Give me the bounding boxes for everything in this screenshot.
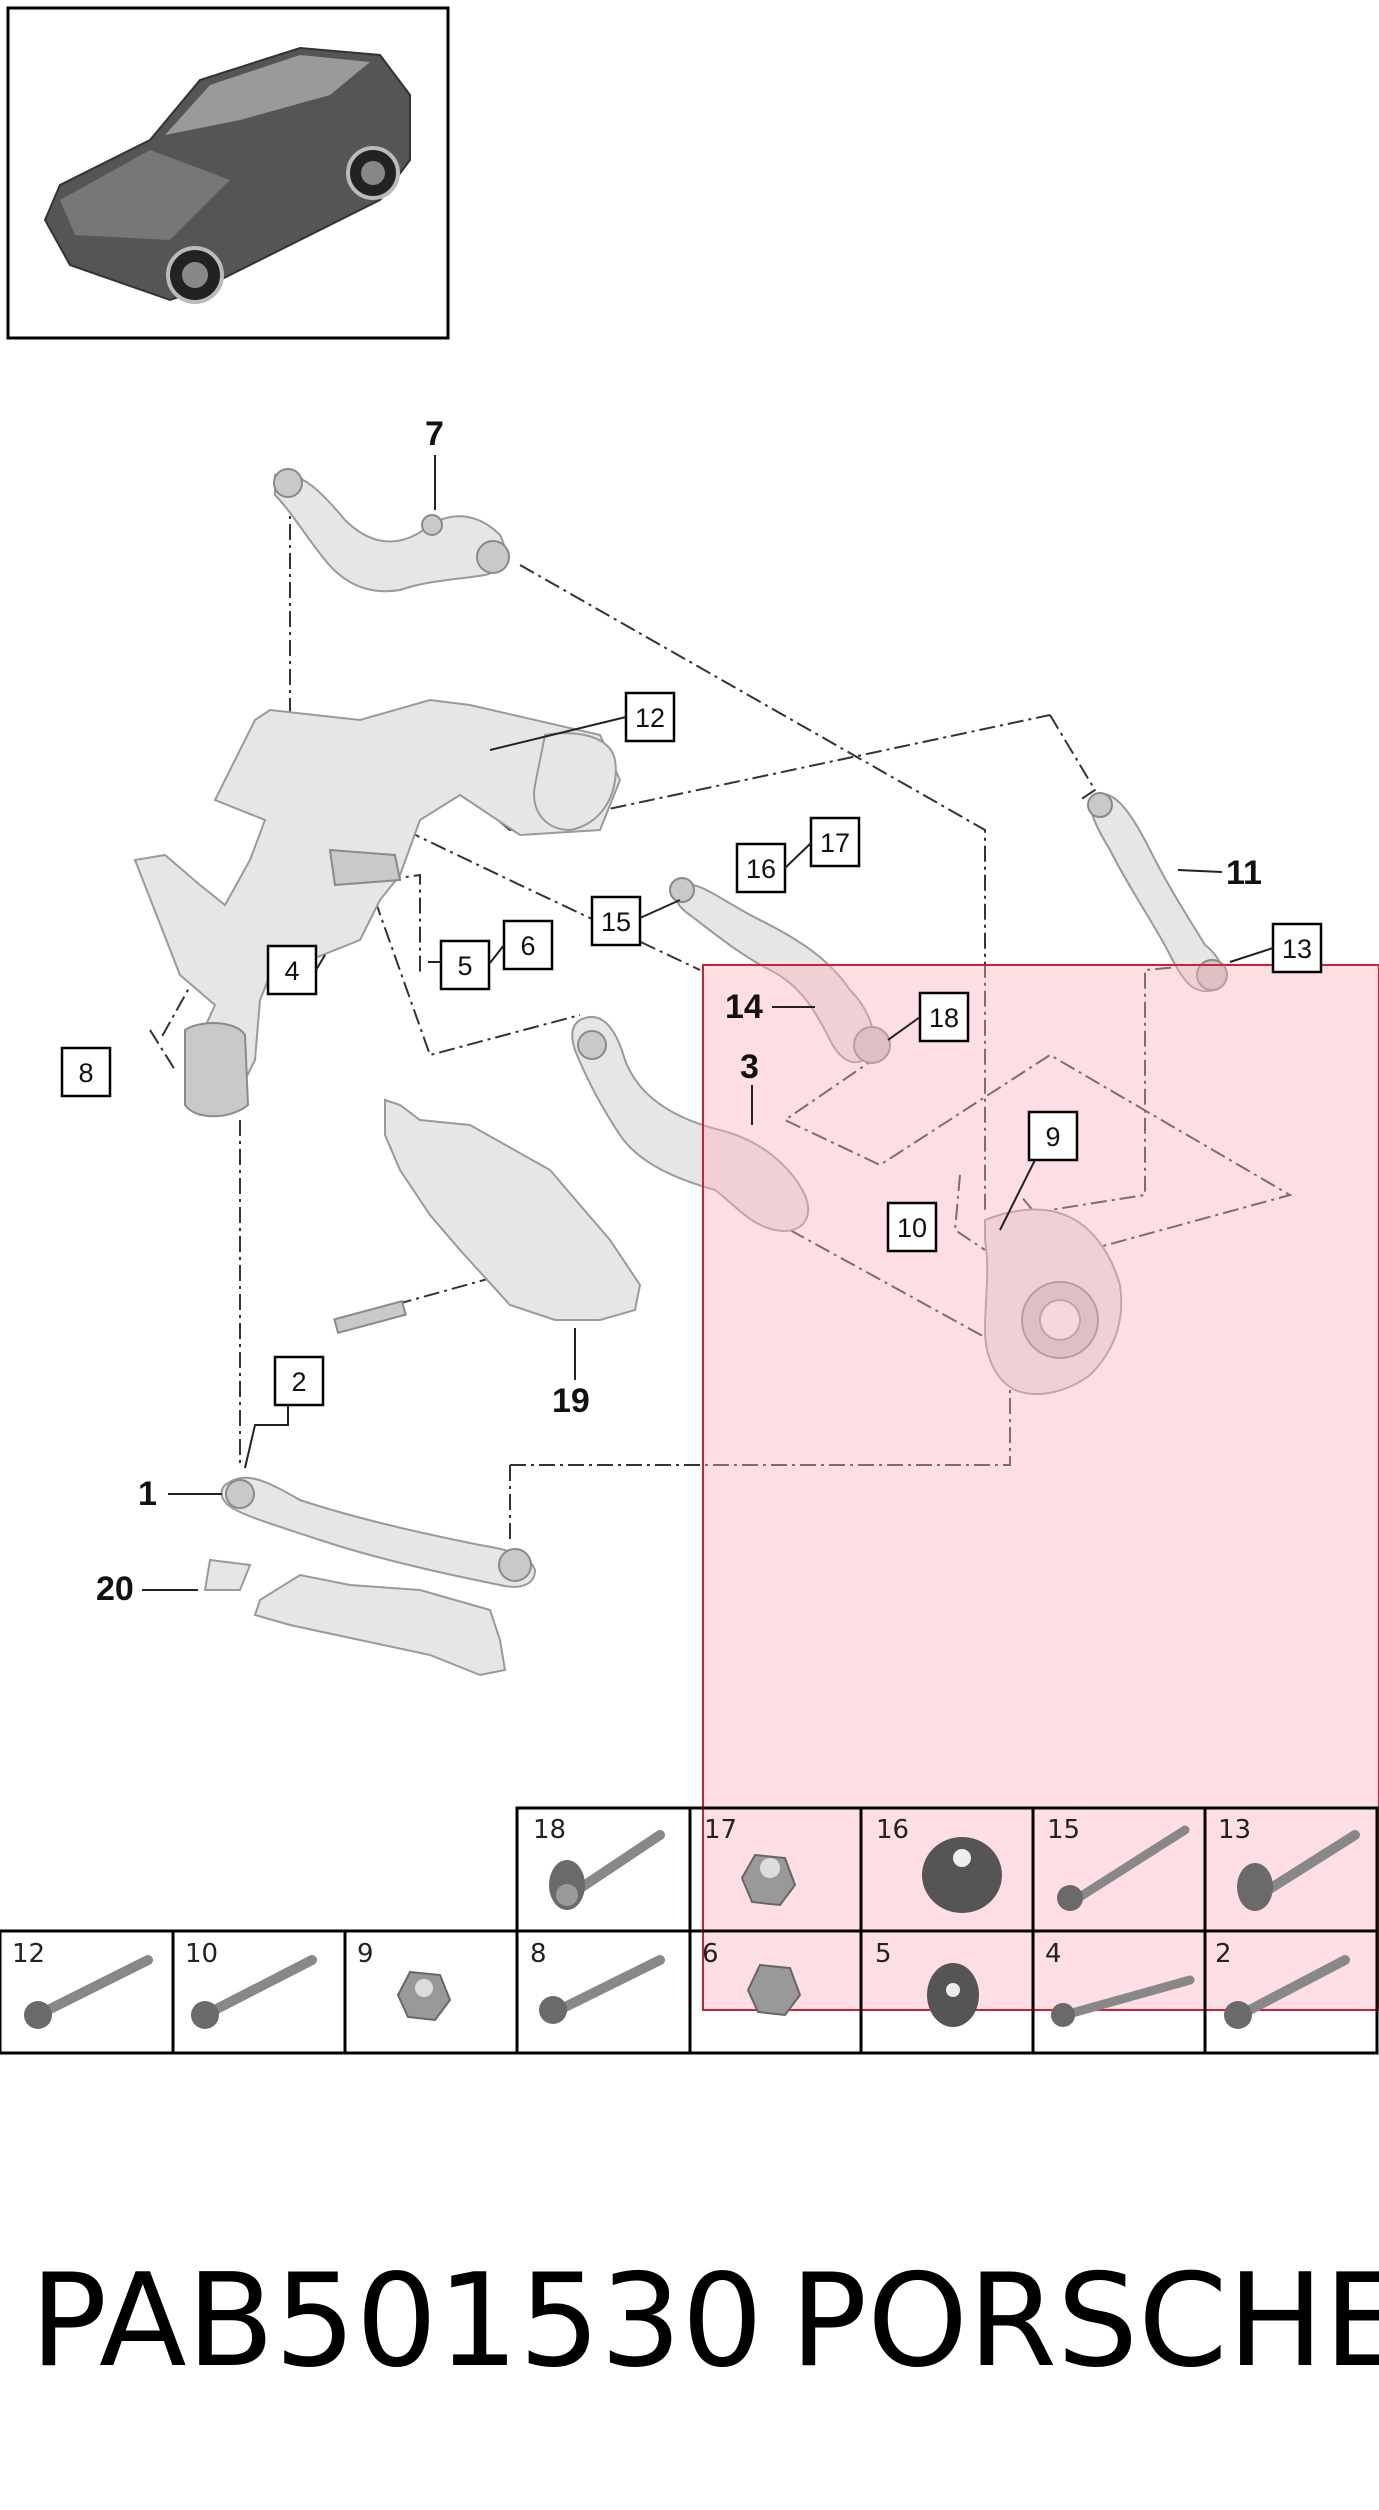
suv-icon	[43, 46, 411, 304]
hw-cell-13: 13	[1218, 1815, 1360, 1911]
hardware-table: 18 17 16 15 13 12	[0, 1806, 1379, 2055]
vehicle-thumbnail	[6, 6, 450, 340]
svg-text:8: 8	[78, 1058, 93, 1088]
callout-7: 7	[425, 415, 444, 453]
svg-text:9: 9	[1045, 1122, 1060, 1152]
hw-cell-6: 6	[702, 1939, 802, 2017]
svg-text:9: 9	[357, 1939, 374, 1969]
svg-text:6: 6	[520, 931, 535, 961]
svg-text:8: 8	[530, 1939, 547, 1969]
hw-cell-15: 15	[1047, 1815, 1190, 1911]
box-callout-8: 8	[60, 1046, 112, 1098]
boxed-callouts: 12 16 17 15 13 18 6	[60, 691, 1323, 1469]
box-callout-2: 2	[244, 1355, 325, 1469]
box-callout-18: 18	[887, 991, 970, 1043]
svg-text:13: 13	[1282, 934, 1312, 964]
svg-text:2: 2	[291, 1367, 306, 1397]
part-7-upper-control-arm	[273, 468, 510, 593]
part-20-cover	[203, 1558, 507, 1677]
box-callout-5: 5	[428, 939, 491, 991]
svg-text:12: 12	[12, 1939, 45, 1969]
hw-cell-12: 12	[12, 1939, 153, 2029]
part-19-underbody-shield	[333, 1098, 642, 1335]
svg-text:16: 16	[876, 1815, 909, 1845]
part-14-control-arm	[669, 877, 891, 1064]
brand-name: PORSCHE	[790, 2247, 1379, 2396]
box-callout-16: 16	[735, 842, 787, 894]
svg-text:5: 5	[457, 951, 472, 981]
hw-cell-5: 5	[875, 1939, 979, 2027]
svg-text:2: 2	[1215, 1939, 1232, 1969]
callout-11: 11	[1226, 854, 1262, 892]
box-callout-17: 17	[784, 816, 861, 869]
bold-callouts: 7 11 14 3 19 1 20	[96, 415, 1262, 1608]
svg-text:15: 15	[1047, 1815, 1080, 1845]
svg-text:12: 12	[635, 703, 665, 733]
part-11-control-arm	[1087, 792, 1228, 993]
box-callout-12: 12	[489, 691, 676, 751]
part-number: PAB501530	[30, 2247, 763, 2396]
svg-text:10: 10	[185, 1939, 218, 1969]
hw-cell-16: 16	[876, 1815, 1002, 1913]
svg-text:13: 13	[1218, 1815, 1251, 1845]
hw-cell-4: 4	[1045, 1939, 1195, 2027]
callout-19: 19	[552, 1382, 590, 1420]
callout-20: 20	[96, 1570, 134, 1608]
callout-14: 14	[725, 988, 763, 1026]
callout-1: 1	[138, 1475, 157, 1513]
footer: PAB501530 PORSCHE	[30, 2247, 1379, 2396]
svg-text:4: 4	[284, 956, 299, 986]
hw-cell-18: 18	[533, 1815, 665, 1910]
svg-text:17: 17	[704, 1815, 737, 1845]
part-3-lower-control-arm	[571, 1015, 810, 1232]
box-callout-13: 13	[1229, 922, 1323, 974]
hw-cell-17: 17	[704, 1815, 797, 1907]
box-callout-9: 9	[999, 1110, 1079, 1231]
svg-text:6: 6	[702, 1939, 719, 1969]
svg-text:16: 16	[746, 854, 776, 884]
callout-3: 3	[740, 1048, 759, 1086]
hw-cell-10: 10	[185, 1939, 317, 2029]
hw-cell-2: 2	[1215, 1939, 1350, 2029]
part-wheel-carrier	[983, 1208, 1123, 1396]
svg-text:4: 4	[1045, 1939, 1062, 1969]
hw-cell-8: 8	[530, 1939, 665, 2024]
hw-cell-9: 9	[357, 1939, 452, 2022]
svg-text:5: 5	[875, 1939, 892, 1969]
svg-text:18: 18	[533, 1815, 566, 1845]
part-1-lower-link	[220, 1476, 537, 1588]
svg-text:17: 17	[820, 828, 850, 858]
box-callout-15: 15	[590, 895, 681, 947]
svg-text:18: 18	[929, 1003, 959, 1033]
box-callout-4: 4	[266, 944, 326, 996]
box-callout-10: 10	[886, 1201, 938, 1253]
svg-text:15: 15	[601, 907, 631, 937]
svg-text:10: 10	[897, 1213, 927, 1243]
box-callout-6: 6	[489, 919, 554, 971]
